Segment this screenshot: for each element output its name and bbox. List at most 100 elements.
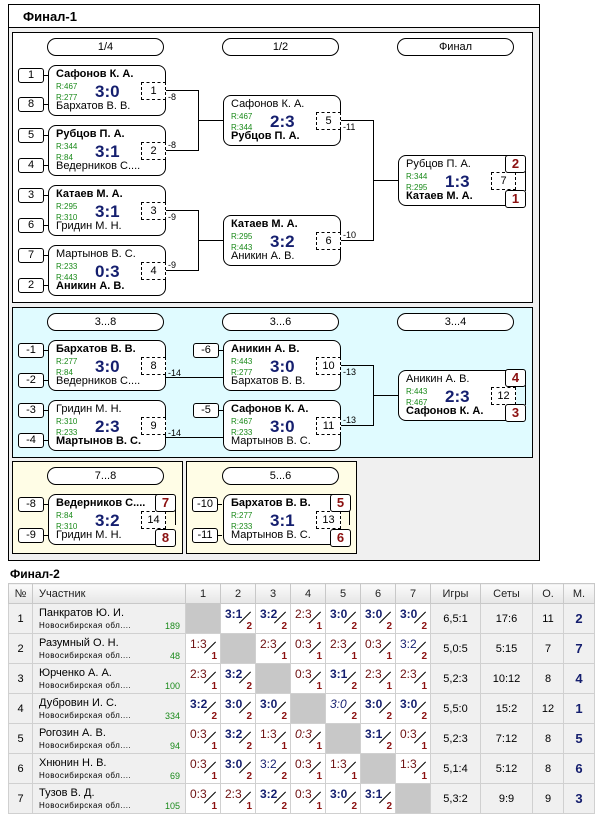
player-2-name: Рубцов П. А. — [231, 130, 300, 142]
place-cell: 6 — [563, 753, 595, 784]
place-badge: 5 — [330, 494, 351, 512]
player-1-rating: R:467 — [231, 112, 253, 121]
set-score: 3:1 — [365, 727, 383, 741]
match-points: 1 — [316, 621, 322, 632]
participant-cell[interactable]: Панкратов Ю. И.Новосибирская обл....189 — [32, 603, 186, 634]
diagonal-cell — [325, 723, 361, 754]
match-score: 2:3 — [445, 387, 470, 406]
column-header[interactable]: Сеты — [480, 583, 533, 604]
points-cell: 9 — [532, 783, 564, 814]
player-2-name: Гридин М. Н. — [56, 220, 122, 232]
match-points: 1 — [211, 801, 217, 812]
participant-cell[interactable]: Хнюнин Н. В.Новосибирская обл....69 — [32, 753, 186, 784]
column-header[interactable]: 7 — [395, 583, 431, 604]
column-header[interactable]: 4 — [290, 583, 326, 604]
participant-cell[interactable]: Разумный О. Н.Новосибирская обл....48 — [32, 633, 186, 664]
seed-box: 2 — [18, 278, 44, 293]
participant-cell[interactable]: Дубровин И. С.Новосибирская обл....334 — [32, 693, 186, 724]
player-2-rating: R:467 — [406, 398, 428, 407]
participant-cell[interactable]: Юрченко А. А.Новосибирская обл....100 — [32, 663, 186, 694]
column-header[interactable]: № — [8, 583, 33, 604]
column-header[interactable]: О. — [532, 583, 564, 604]
column-header[interactable]: Участник — [32, 583, 186, 604]
games-cell: 5,2:3 — [430, 723, 481, 754]
set-score: 2:3 — [330, 637, 347, 651]
match-score: 2:3 — [270, 112, 295, 131]
column-header[interactable]: 5 — [325, 583, 361, 604]
seed-box: 1 — [18, 68, 44, 83]
participant-cell[interactable]: Рогозин А. В.Новосибирская обл....94 — [32, 723, 186, 754]
player-2-name: Бархатов В. В. — [231, 375, 306, 387]
participant-cell[interactable]: Тузов В. Д.Новосибирская обл....105 — [32, 783, 186, 814]
set-score: 0:3 — [190, 787, 207, 801]
column-header[interactable]: 6 — [360, 583, 396, 604]
column-header[interactable]: 2 — [220, 583, 256, 604]
match-score: 2:3 — [95, 417, 120, 436]
column-header[interactable]: 1 — [185, 583, 221, 604]
match-number: 6 — [316, 232, 341, 250]
column-header[interactable]: 3 — [255, 583, 291, 604]
player-1-name: Сафонов К. А. — [56, 68, 134, 80]
result-cell[interactable]: 0:3 1 — [185, 783, 221, 814]
column-header[interactable]: М. — [563, 583, 595, 604]
column-header[interactable]: Игры — [430, 583, 481, 604]
